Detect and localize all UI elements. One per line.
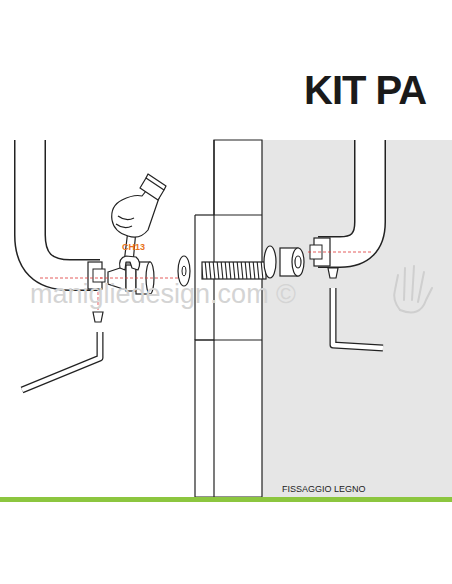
door-block — [195, 140, 262, 497]
hand-icon — [394, 266, 432, 312]
allen-key — [333, 288, 383, 348]
caption: FISSAGGIO LEGNO — [282, 485, 366, 495]
threaded-rod — [202, 262, 266, 279]
nut-washer — [264, 246, 304, 278]
title: KIT PA — [304, 68, 426, 112]
hand-wrench — [112, 174, 166, 270]
washer — [182, 266, 186, 276]
right-handle — [308, 138, 372, 278]
watermark: manigliedesign.com © — [30, 280, 296, 310]
footer-bar — [0, 497, 452, 502]
allen-key — [22, 332, 100, 390]
wrench-size: CH13 — [122, 243, 145, 253]
